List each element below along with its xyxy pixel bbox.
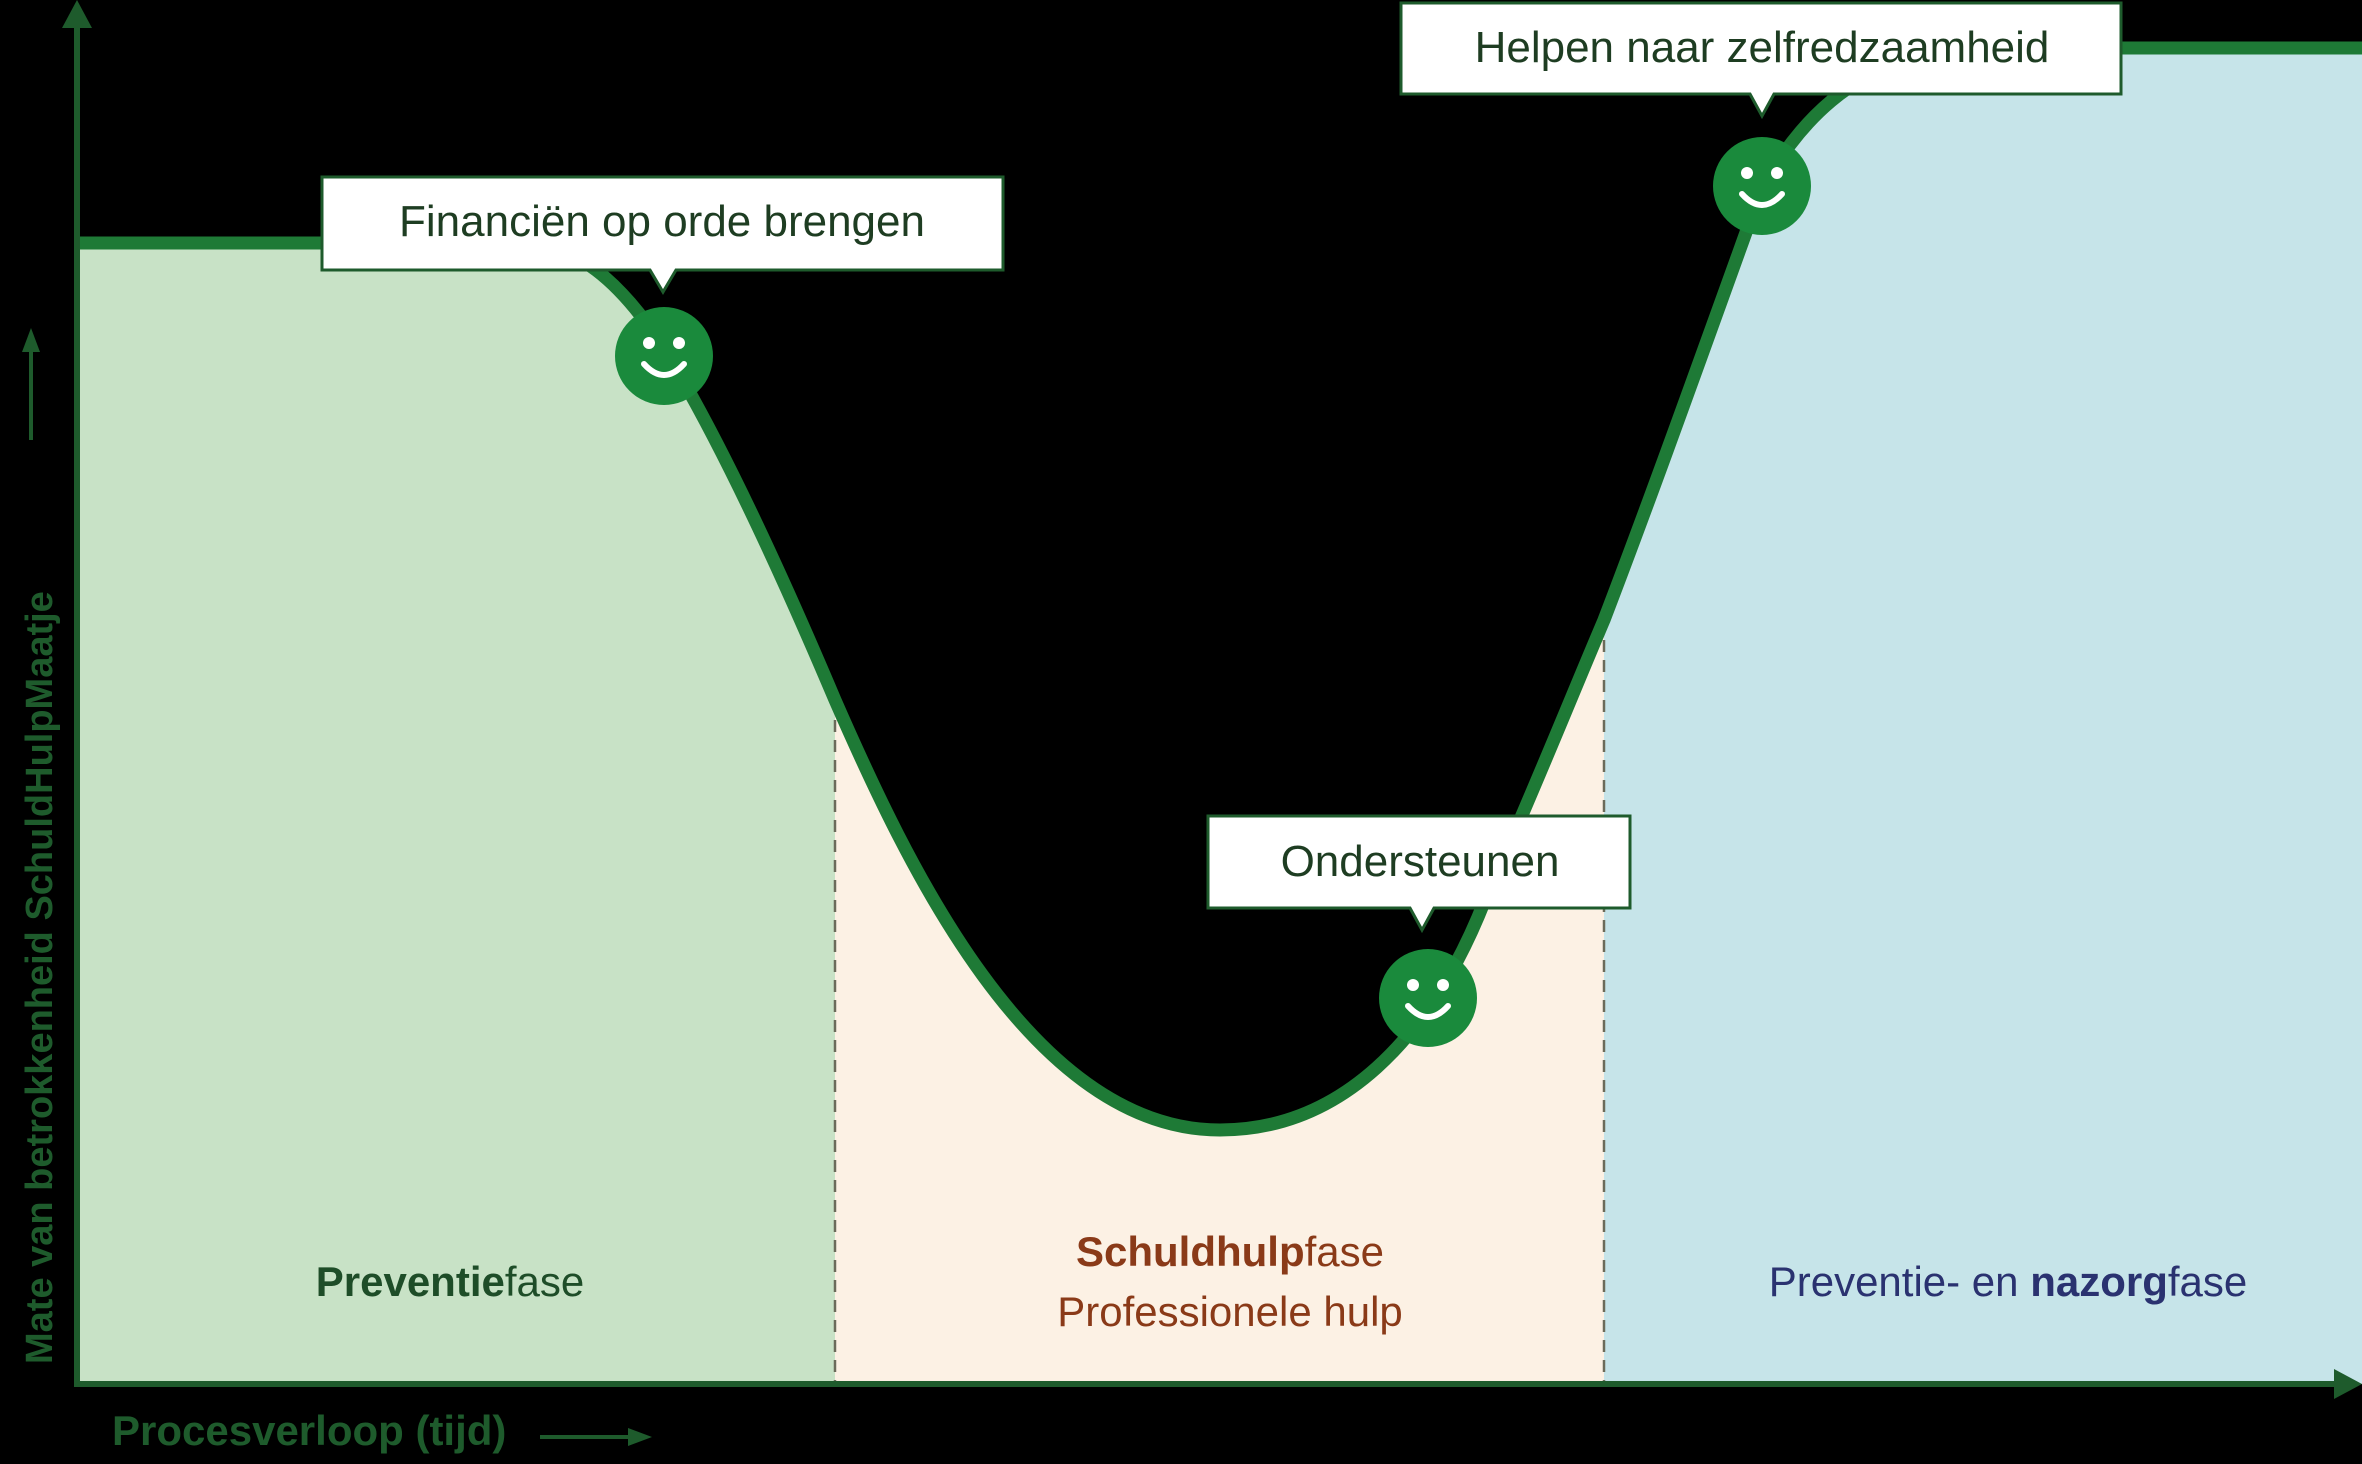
smiley-icon: [1713, 137, 1811, 235]
callout-financien-label: Financiën op orde brengen: [399, 197, 925, 246]
phase-label-nazorg-prefix: Preventie- en: [1769, 1258, 2030, 1305]
phase-label-nazorg-bold: nazorg: [2030, 1258, 2168, 1305]
phase-sublabel-schuldhulp: Professionele hulp: [1057, 1288, 1403, 1335]
callout-ondersteunen: Ondersteunen: [1206, 814, 1632, 934]
callout-ondersteunen-box: [1206, 814, 1632, 934]
y-axis-arrowhead: [62, 0, 92, 28]
callout-financien: Financiën op orde brengen: [320, 175, 1005, 295]
x-axis-arrowhead: [2334, 1369, 2362, 1399]
y-axis-title-group: Mate van betrokkenheid SchuldHulpMaatje: [19, 591, 61, 1364]
callout-zelfredzaamheid-box: [1399, 1, 2123, 120]
engagement-curve: [77, 41, 2362, 1137]
phase-label-schuldhulp-regular: fase: [1305, 1228, 1384, 1275]
callout-zelfredzaamheid: Helpen naar zelfredzaamheid: [1399, 1, 2123, 120]
phase-label-schuldhulp: Schuldhulpfase: [1076, 1228, 1384, 1275]
callout-zelfredzaamheid-label: Helpen naar zelfredzaamheid: [1475, 23, 2050, 72]
callout-ondersteunen-label: Ondersteunen: [1281, 837, 1560, 886]
callout-financien-box: [320, 175, 1005, 295]
phase-label-nazorg: Preventie- en nazorgfase: [1769, 1258, 2248, 1305]
smiley-icon: [1379, 949, 1477, 1047]
nazorg-area: [1604, 48, 2362, 1384]
schuldhulp-area: [835, 620, 1604, 1384]
preventie-area: [77, 243, 835, 1384]
y-axis-title: Mate van betrokkenheid SchuldHulpMaatje: [19, 591, 61, 1364]
x-axis-title-arrowhead: [628, 1428, 652, 1446]
phase-label-preventie-regular: fase: [505, 1258, 584, 1305]
phase-label-schuldhulp-bold: Schuldhulp: [1076, 1228, 1305, 1275]
y-axis-title-arrowhead: [22, 328, 40, 352]
phase-label-preventie-bold: Preventie: [316, 1258, 505, 1305]
phase-label-nazorg-regular: fase: [2168, 1258, 2247, 1305]
x-axis-title: Procesverloop (tijd): [112, 1407, 506, 1454]
smiley-icon: [615, 307, 713, 405]
phase-label-preventie: Preventiefase: [316, 1258, 585, 1305]
